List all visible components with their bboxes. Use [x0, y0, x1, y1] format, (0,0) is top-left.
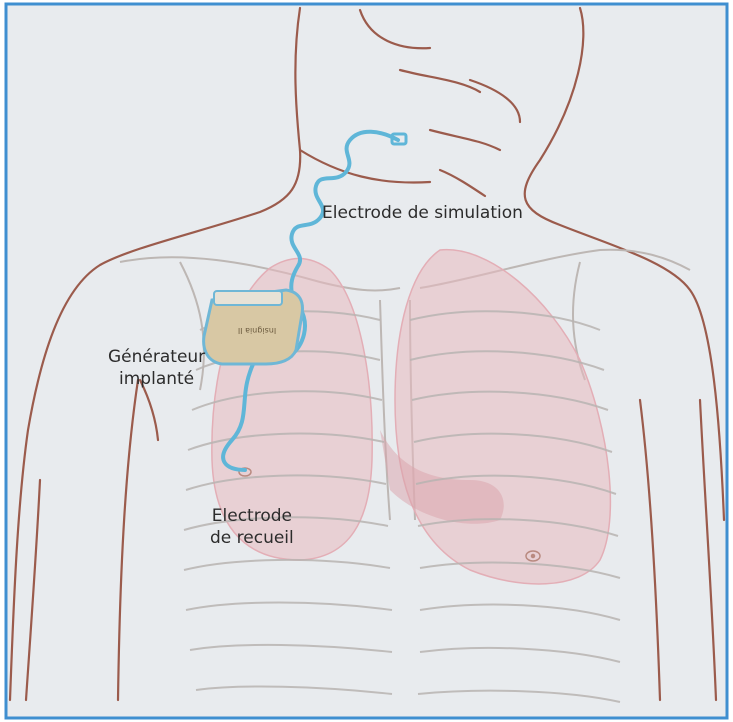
device-imprint: Insignia II	[238, 326, 276, 335]
implanted-generator: Insignia II	[204, 290, 303, 364]
label-sensing-electrode: Electrode de recueil	[210, 505, 294, 549]
label-stimulation-electrode: Electrode de simulation	[322, 202, 523, 224]
label-generator-line2: implanté	[108, 368, 205, 390]
label-implanted-generator: Générateur implanté	[108, 346, 205, 390]
label-sensing-line2: de recueil	[210, 527, 294, 549]
label-generator-line1: Générateur	[108, 346, 205, 368]
label-sensing-line1: Electrode	[210, 505, 294, 527]
